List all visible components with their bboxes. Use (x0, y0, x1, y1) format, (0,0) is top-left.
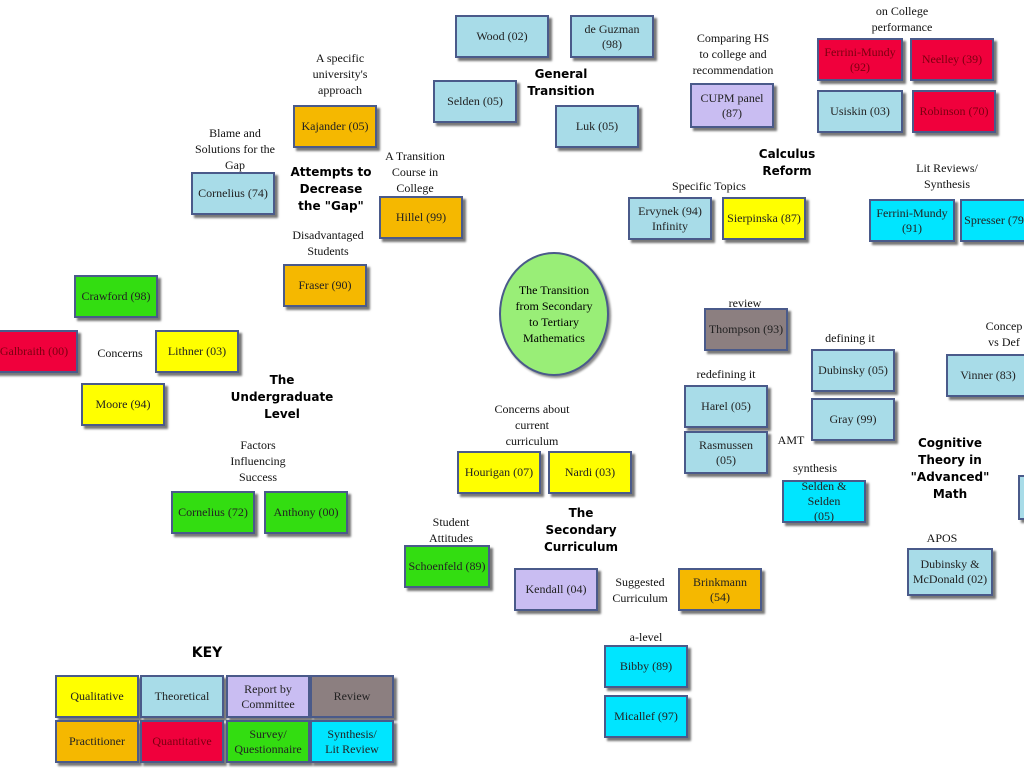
branch-label-concep-vs-def: Concep vs Def (985, 319, 1023, 349)
branch-label-concerns: Concerns (97, 346, 143, 360)
reference-box-brinkmann-54: Brinkmann (54) (678, 568, 762, 611)
category-heading-the-undergraduate-level: The Undergraduate Level (230, 373, 334, 421)
reference-box-usiskin-03: Usiskin (03) (817, 90, 903, 133)
branch-label-disadvantaged-students: Disadvantaged Students (292, 228, 364, 258)
branch-label-review: review (728, 296, 762, 310)
reference-box-robinson-70: Robinson (70) (912, 90, 996, 133)
reference-box-selden-selden-05: Selden & Selden (05) (782, 479, 866, 523)
branch-label-lit-reviews-synthesis: Lit Reviews/ Synthesis (916, 161, 978, 191)
branch-label-concerns-about-current-curriculum: Concerns about current curriculum (494, 402, 570, 448)
reference-box-thompson-93: Thompson (93) (704, 308, 788, 351)
branch-label-amt: AMT (777, 433, 805, 447)
reference-box-partial (1018, 475, 1024, 520)
reference-box-gray-99: Gray (99) (811, 398, 895, 441)
reference-box-cupm-panel-87: CUPM panel (87) (690, 83, 774, 128)
reference-box-nardi-03: Nardi (03) (548, 451, 632, 494)
branch-label-on-college-performance: on College performance (871, 4, 933, 34)
branch-label-a-level: a-level (629, 630, 663, 644)
branch-label-blame-and-solutions-for-the-gap: Blame and Solutions for the Gap (195, 126, 275, 172)
branch-label-a-specific-university-s-approach: A specific university's approach (312, 51, 368, 97)
category-heading-attempts-to-decrease-the-gap: Attempts to Decrease the "Gap" (290, 165, 372, 213)
category-heading-calculus-reform: Calculus Reform (758, 147, 816, 178)
category-heading-the-secondary-curriculum: The Secondary Curriculum (543, 506, 619, 554)
branch-label-a-transition-course-in-college: A Transition Course in College (385, 149, 445, 195)
reference-box-anthony-00: Anthony (00) (264, 491, 348, 534)
branch-label-synthesis: synthesis (792, 461, 838, 475)
central-topic: The Transition from Secondary to Tertiar… (499, 252, 609, 376)
reference-box-hourigan-07: Hourigan (07) (457, 451, 541, 494)
category-heading-key: KEY (191, 645, 223, 661)
branch-label-redefining-it: redefining it (696, 367, 756, 381)
category-heading-cognitive-theory-in-advanced-math: Cognitive Theory in "Advanced" Math (910, 436, 990, 501)
reference-box-wood-02: Wood (02) (455, 15, 549, 58)
key-item-practitioner: Practitioner (55, 720, 139, 763)
reference-box-galbraith-00: Galbraith (00) (0, 330, 78, 373)
reference-box-dubinsky-05: Dubinsky (05) (811, 349, 895, 392)
reference-box-hillel-99: Hillel (99) (379, 196, 463, 239)
branch-label-specific-topics: Specific Topics (672, 179, 746, 193)
reference-box-spresser-79: Spresser (79) (960, 199, 1024, 242)
branch-label-factors-influencing-success: Factors Influencing Success (230, 438, 286, 484)
branch-label-comparing-hs-to-college-and-recommendation: Comparing HS to college and recommendati… (692, 31, 774, 77)
reference-box-bibby-89: Bibby (89) (604, 645, 688, 688)
reference-box-ervynek-94-infinity: Ervynek (94) Infinity (628, 197, 712, 240)
reference-box-kendall-04: Kendall (04) (514, 568, 598, 611)
reference-box-cornelius-74: Cornelius (74) (191, 172, 275, 215)
reference-box-ferrini-mundy-92: Ferrini-Mundy (92) (817, 38, 903, 81)
key-item-review: Review (310, 675, 394, 718)
reference-box-kajander-05: Kajander (05) (293, 105, 377, 148)
branch-label-student-attitudes: Student Attitudes (429, 515, 473, 545)
reference-box-schoenfeld-89: Schoenfeld (89) (404, 545, 490, 588)
reference-box-ferrini-mundy-91: Ferrini-Mundy (91) (869, 199, 955, 242)
branch-label-apos: APOS (926, 531, 958, 545)
key-item-theoretical: Theoretical (140, 675, 224, 718)
branch-label-suggested-curriculum: Suggested Curriculum (612, 575, 668, 605)
reference-box-sierpinska-87: Sierpinska (87) (722, 197, 806, 240)
key-item-qualitative: Qualitative (55, 675, 139, 718)
reference-box-cornelius-72: Cornelius (72) (171, 491, 255, 534)
reference-box-selden-05: Selden (05) (433, 80, 517, 123)
reference-box-luk-05: Luk (05) (555, 105, 639, 148)
reference-box-rasmussen-05: Rasmussen (05) (684, 431, 768, 474)
key-item-quantitative: Quantitative (140, 720, 224, 763)
reference-box-micallef-97: Micallef (97) (604, 695, 688, 738)
reference-box-de-guzman-98: de Guzman (98) (570, 15, 654, 58)
reference-box-vinner-83: Vinner (83) (946, 354, 1024, 397)
reference-box-fraser-90: Fraser (90) (283, 264, 367, 307)
reference-box-neelley-39: Neelley (39) (910, 38, 994, 81)
reference-box-dubinsky-mcdonald-02: Dubinsky & McDonald (02) (907, 548, 993, 596)
branch-label-defining-it: defining it (825, 331, 875, 345)
key-item-survey-questionnaire: Survey/ Questionnaire (226, 720, 310, 763)
reference-box-harel-05: Harel (05) (684, 385, 768, 428)
key-item-report-by-committee: Report by Committee (226, 675, 310, 718)
reference-box-moore-94: Moore (94) (81, 383, 165, 426)
reference-box-lithner-03: Lithner (03) (155, 330, 239, 373)
category-heading-general-transition: General Transition (527, 67, 595, 98)
key-item-synthesis-lit-review: Synthesis/ Lit Review (310, 720, 394, 763)
reference-box-crawford-98: Crawford (98) (74, 275, 158, 318)
